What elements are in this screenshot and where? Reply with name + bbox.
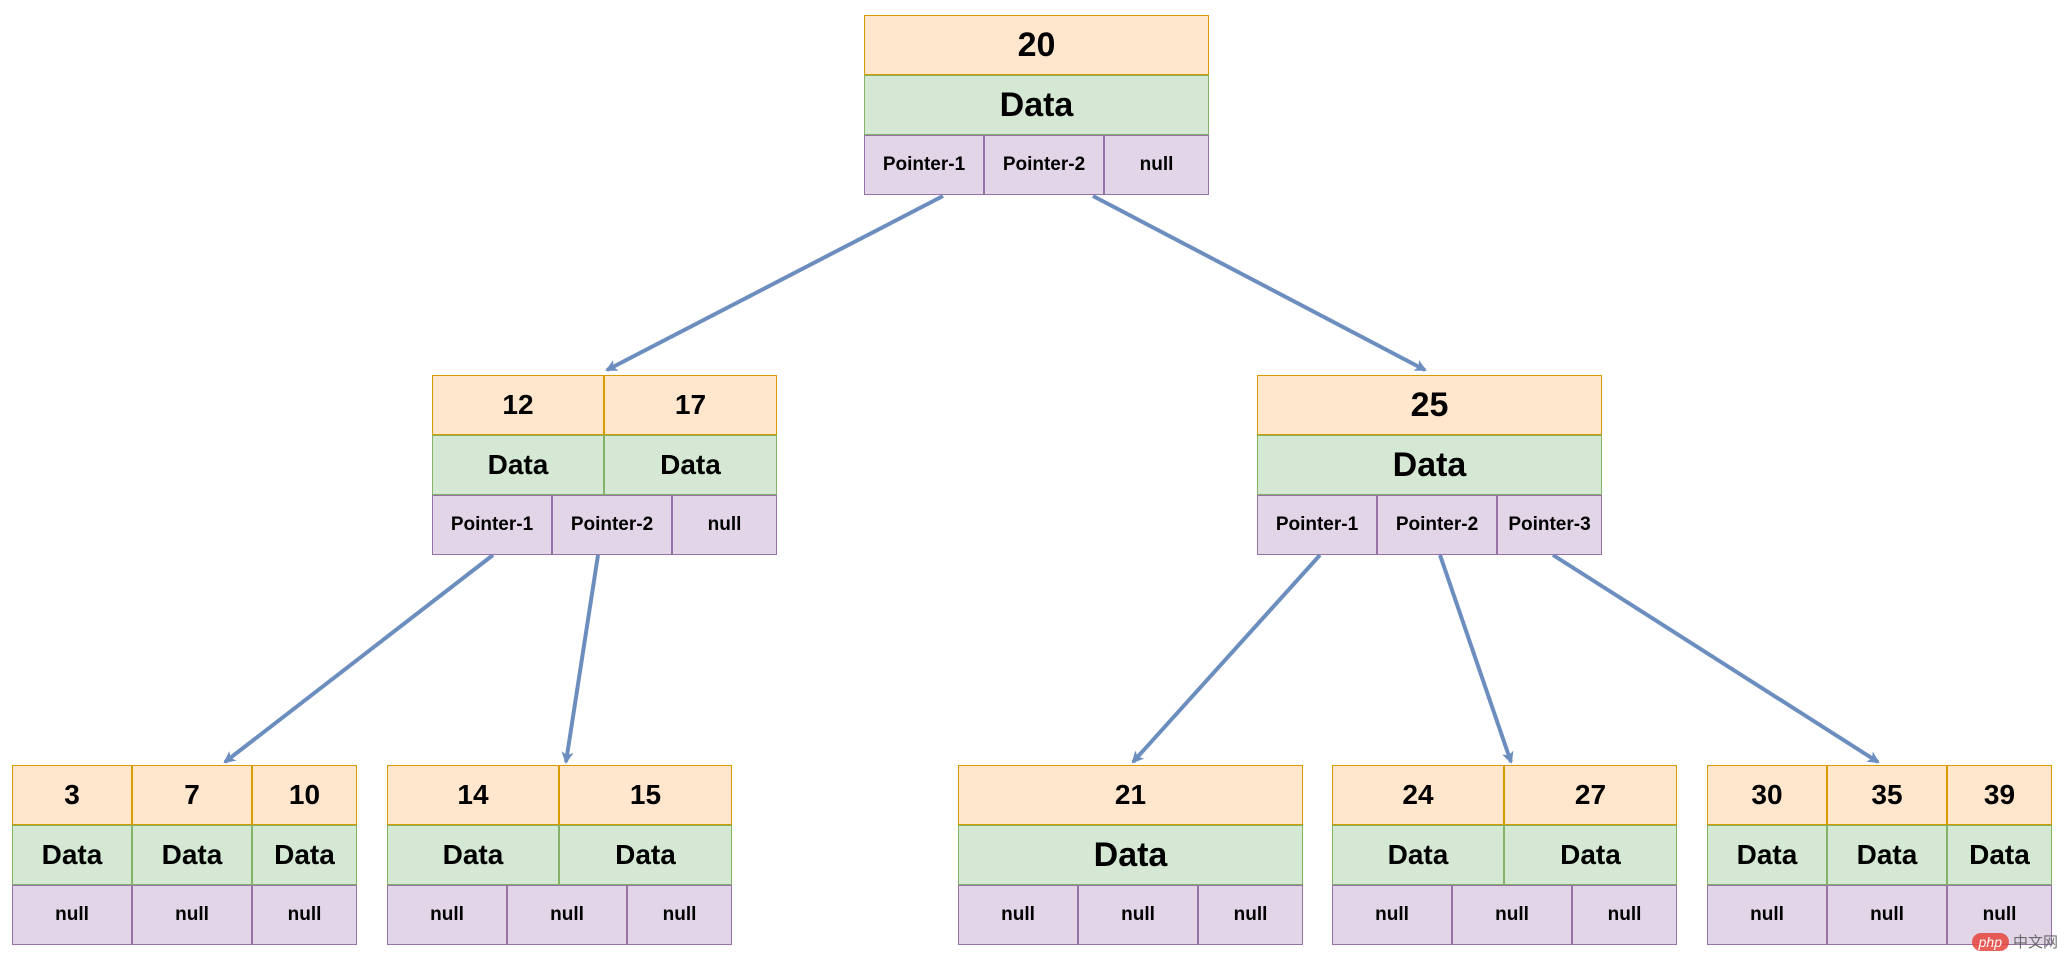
node-key: 24 (1332, 765, 1504, 825)
node-data: Data (1257, 435, 1602, 495)
node-pointer: null (627, 885, 732, 945)
node-data: Data (958, 825, 1303, 885)
node-data: Data (559, 825, 732, 885)
edge-arrow-root-to-left (605, 194, 944, 372)
node-pointer: null (132, 885, 252, 945)
node-pointer: null (252, 885, 357, 945)
node-pointer: null (1104, 135, 1209, 195)
edge-arrow-left-to-leaf1 (223, 553, 495, 764)
node-pointer: Pointer-2 (984, 135, 1104, 195)
node-key: 10 (252, 765, 357, 825)
node-data: Data (432, 435, 604, 495)
node-key: 12 (432, 375, 604, 435)
node-key: 35 (1827, 765, 1947, 825)
node-key: 3 (12, 765, 132, 825)
node-key: 27 (1504, 765, 1677, 825)
node-pointer: null (1332, 885, 1452, 945)
edge-arrow-right-to-leaf3 (1131, 553, 1322, 764)
node-pointer: null (1707, 885, 1827, 945)
node-pointer: null (387, 885, 507, 945)
watermark: php 中文网 (1971, 931, 2058, 952)
node-pointer: null (1198, 885, 1303, 945)
node-pointer: null (1078, 885, 1198, 945)
watermark-text: 中文网 (2012, 934, 2058, 951)
node-pointer: null (507, 885, 627, 945)
node-key: 30 (1707, 765, 1827, 825)
node-key: 25 (1257, 375, 1602, 435)
node-pointer: null (958, 885, 1078, 945)
node-pointer: null (1827, 885, 1947, 945)
node-pointer: Pointer-3 (1497, 495, 1602, 555)
watermark-badge: php (1971, 932, 2009, 951)
node-key: 7 (132, 765, 252, 825)
node-data: Data (1332, 825, 1504, 885)
node-data: Data (132, 825, 252, 885)
node-pointer: null (12, 885, 132, 945)
node-key: 17 (604, 375, 777, 435)
node-pointer: null (672, 495, 777, 555)
node-key: 20 (864, 15, 1209, 75)
node-pointer: null (1572, 885, 1677, 945)
node-pointer: Pointer-1 (432, 495, 552, 555)
node-pointer: Pointer-2 (552, 495, 672, 555)
node-key: 39 (1947, 765, 2052, 825)
node-data: Data (387, 825, 559, 885)
node-data: Data (1504, 825, 1677, 885)
node-data: Data (252, 825, 357, 885)
edge-arrow-right-to-leaf5 (1551, 553, 1880, 764)
node-pointer: Pointer-2 (1377, 495, 1497, 555)
edge-arrow-left-to-leaf2 (561, 554, 600, 764)
node-pointer: Pointer-1 (1257, 495, 1377, 555)
node-pointer: null (1452, 885, 1572, 945)
node-key: 21 (958, 765, 1303, 825)
node-data: Data (864, 75, 1209, 135)
node-data: Data (1947, 825, 2052, 885)
node-key: 14 (387, 765, 559, 825)
edge-arrow-root-to-right (1092, 194, 1427, 372)
node-data: Data (1707, 825, 1827, 885)
node-data: Data (1827, 825, 1947, 885)
node-data: Data (604, 435, 777, 495)
node-key: 15 (559, 765, 732, 825)
node-data: Data (12, 825, 132, 885)
edge-arrow-right-to-leaf4 (1438, 554, 1514, 764)
node-pointer: Pointer-1 (864, 135, 984, 195)
